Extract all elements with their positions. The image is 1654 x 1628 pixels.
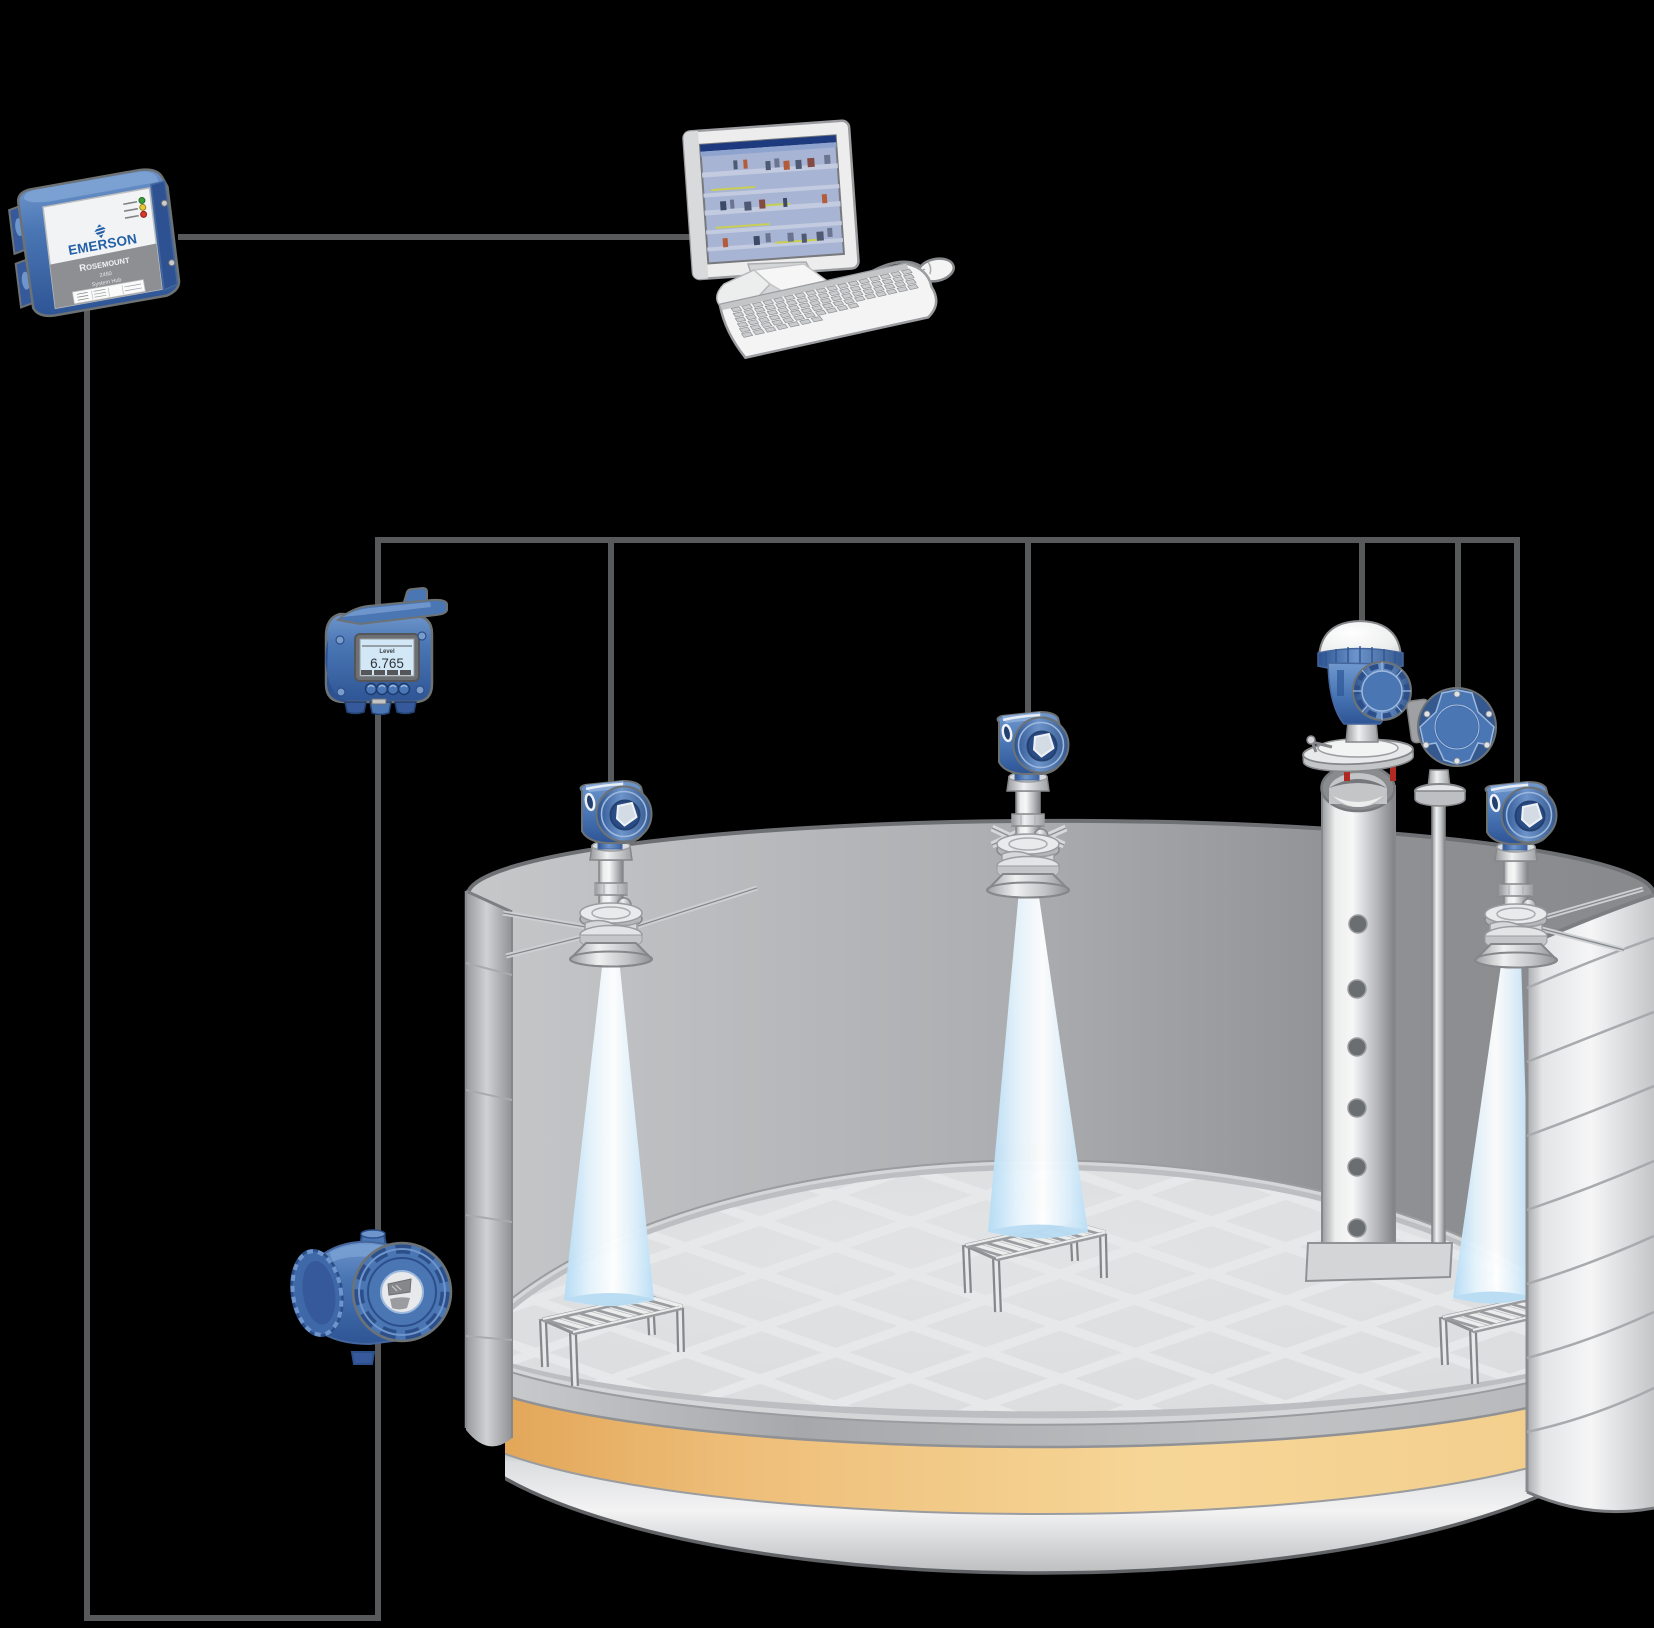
svg-text:6.765: 6.765 (370, 656, 404, 671)
svg-text:System Hub: System Hub (91, 277, 122, 288)
svg-text:Level: Level (379, 649, 395, 655)
svg-text:2460: 2460 (99, 271, 112, 279)
